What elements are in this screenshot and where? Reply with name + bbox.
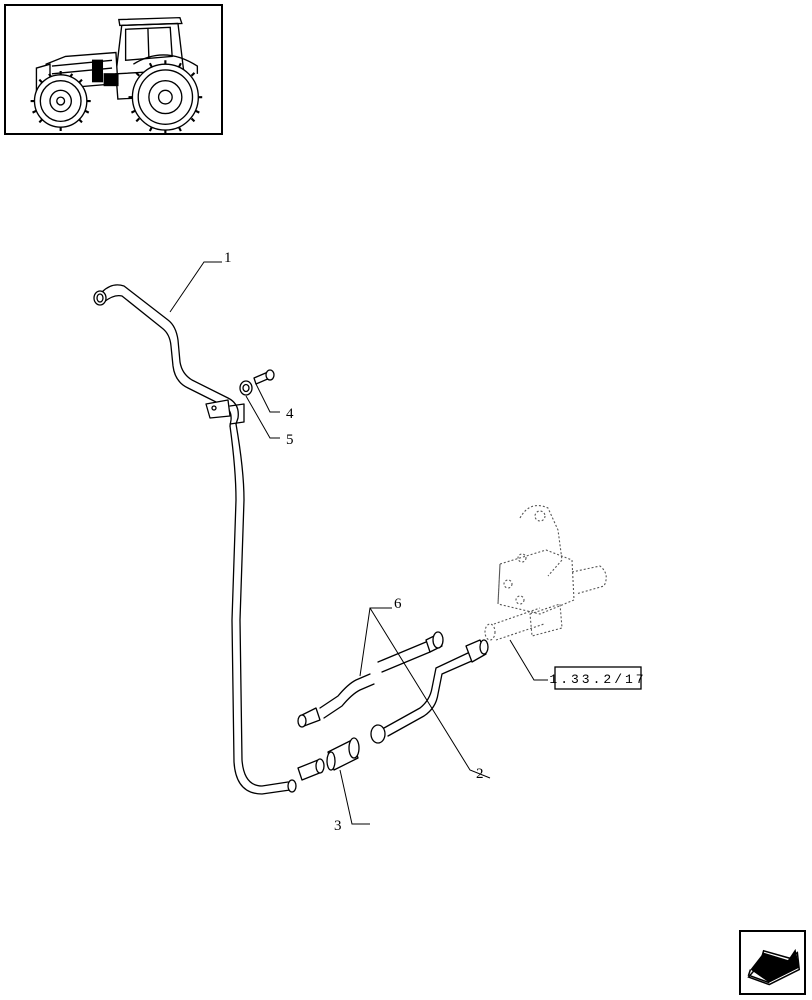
adapter-part-3	[297, 737, 360, 781]
bolt-part-4	[253, 369, 275, 385]
next-page-arrow-icon	[747, 948, 801, 986]
tractor-icon	[30, 16, 203, 133]
reference-box[interactable]	[554, 666, 642, 690]
pipe-part-2	[370, 639, 489, 744]
callout-5: 5	[286, 432, 294, 448]
leader-lines	[169, 261, 548, 825]
hose-part-6	[297, 631, 444, 728]
pipe-part-1	[93, 284, 297, 795]
tractor-thumbnail	[4, 4, 223, 135]
washer-part-5	[239, 380, 253, 396]
callout-3: 3	[334, 818, 342, 834]
next-page-button[interactable]	[739, 930, 806, 995]
callout-4: 4	[286, 406, 294, 422]
reference-label[interactable]: 1.33.2/17	[549, 672, 646, 687]
callout-6: 6	[394, 596, 402, 612]
valve-block-reference	[484, 505, 607, 641]
callout-1: 1	[224, 250, 232, 266]
callout-2: 2	[476, 766, 484, 782]
